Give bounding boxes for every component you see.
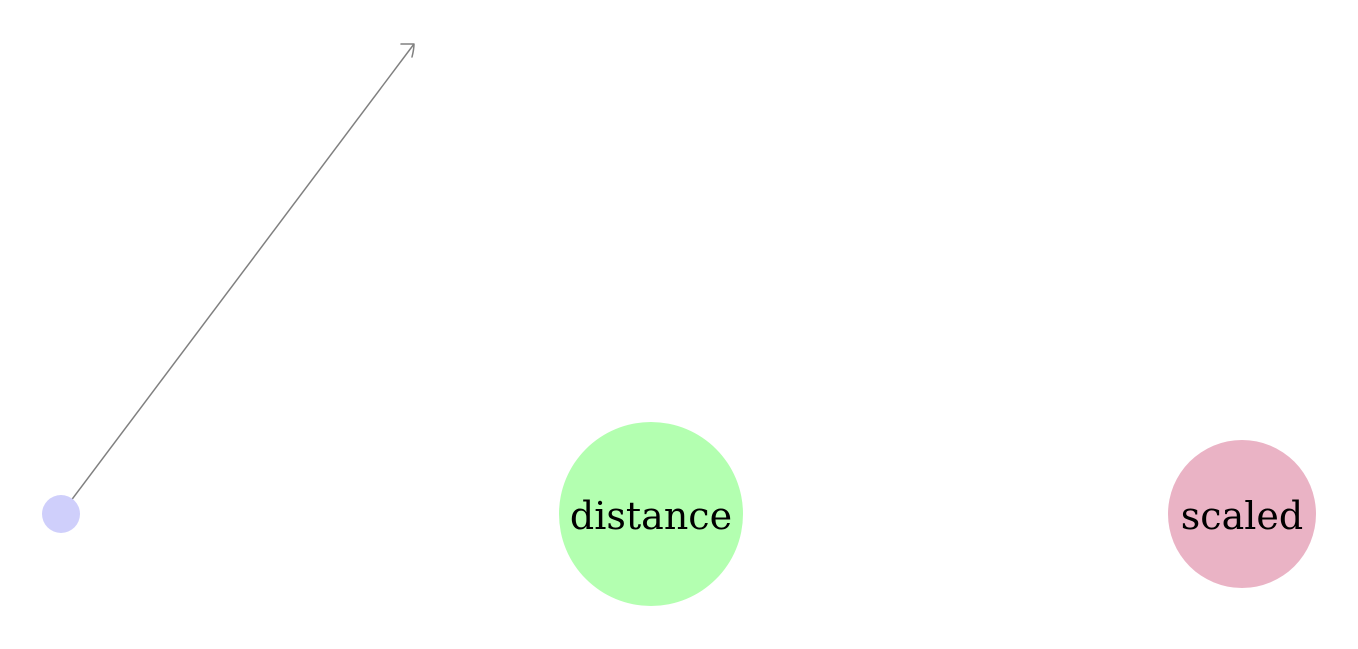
distance-node: distance <box>559 422 743 606</box>
scaled-node: scaled <box>1168 440 1316 588</box>
distance-node-circle <box>559 422 743 606</box>
arrow-head <box>400 43 415 58</box>
distance-node-label: distance <box>570 494 732 538</box>
vector-arrow <box>60 43 415 515</box>
arrow-shaft <box>60 43 415 515</box>
origin-node <box>42 495 80 533</box>
scaled-node-label: scaled <box>1181 494 1303 538</box>
scaled-node-circle <box>1168 440 1316 588</box>
